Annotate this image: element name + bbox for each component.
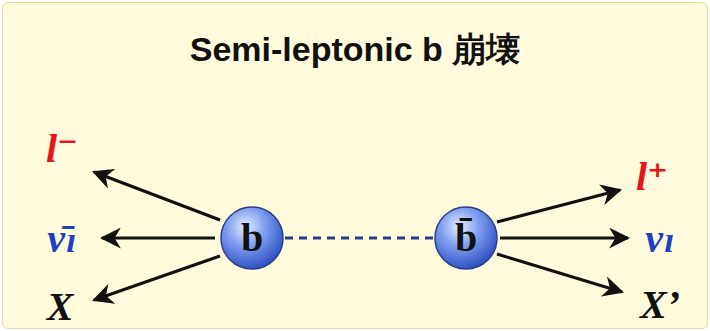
particle-label: l⁺ xyxy=(636,152,668,200)
particle-label: X’ xyxy=(640,281,680,328)
decay-arrow xyxy=(497,254,622,292)
quark-circle: b xyxy=(219,205,285,271)
decay-arrow xyxy=(497,190,620,222)
quark-circle: b̄ xyxy=(433,205,499,271)
decay-arrow xyxy=(94,256,220,300)
diagram-title: Semi-leptonic b 崩壊 xyxy=(190,27,521,73)
particle-label: ν̄ₗ xyxy=(47,214,76,262)
particle-label: νₗ xyxy=(645,214,674,262)
particle-label: l⁻ xyxy=(46,124,78,172)
quark-label: b xyxy=(219,205,285,271)
decay-arrow xyxy=(500,237,628,240)
dashed-connector xyxy=(285,237,433,240)
decay-arrow xyxy=(94,172,220,220)
decay-arrow xyxy=(102,237,215,240)
particle-label: X xyxy=(47,283,74,330)
quark-label: b̄ xyxy=(433,205,499,271)
